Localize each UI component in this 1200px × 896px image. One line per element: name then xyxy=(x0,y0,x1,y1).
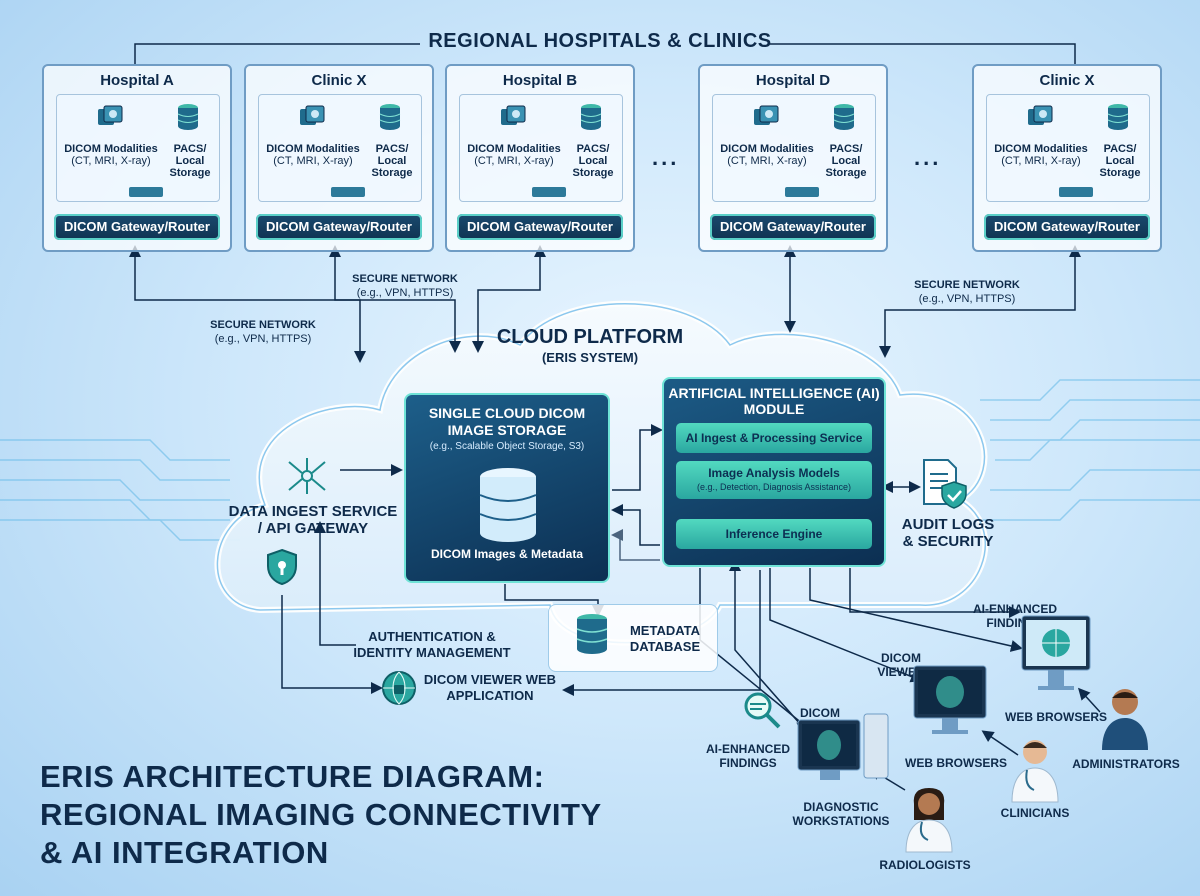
cloud-title: CLOUD PLATFORM xyxy=(496,326,684,348)
inference-engine[interactable]: Inference Engine xyxy=(676,519,872,549)
web-browsers-label: WEB BROWSERS xyxy=(905,756,1007,770)
modality-icon xyxy=(1028,105,1053,125)
web-browsers-label: WEB BROWSERS xyxy=(1005,710,1107,724)
pacs-label: PACS/ Local Storage xyxy=(572,143,614,179)
site-name: Clinic X xyxy=(1039,72,1095,89)
browser-monitor-icon xyxy=(913,665,987,734)
ai-ingest-service[interactable]: AI Ingest & Processing Service xyxy=(676,423,872,453)
modality-icon xyxy=(300,105,325,125)
metadata-db-label: METADATA DATABASE xyxy=(629,623,701,654)
api-gateway-icon xyxy=(288,458,326,494)
database-icon xyxy=(833,104,855,130)
gateway-button[interactable]: DICOM Gateway/Router xyxy=(256,214,422,240)
site-card[interactable]: Hospital B DICOM Modalities(CT, MRI, X-r… xyxy=(445,64,635,252)
radiologists-label: RADIOLOGISTS xyxy=(879,858,971,872)
viewer-app-label[interactable]: DICOM VIEWER WEB APPLICATION xyxy=(423,672,557,703)
ellipsis: ... xyxy=(914,145,942,170)
pacs-label: PACS/ Local Storage xyxy=(825,143,867,179)
site-name: Clinic X xyxy=(311,72,367,89)
site-equipment: DICOM Modalities(CT, MRI, X-ray) PACS/ L… xyxy=(56,94,220,202)
site-card[interactable]: Clinic X DICOM Modalities(CT, MRI, X-ray… xyxy=(244,64,434,252)
storage-title: SINGLE CLOUD DICOM IMAGE STORAGE xyxy=(428,405,586,438)
modalities-label: DICOM Modalities xyxy=(266,143,360,155)
image-analysis-models[interactable]: Image Analysis Models(e.g., Detection, D… xyxy=(676,461,872,499)
auth-label[interactable]: AUTHENTICATION & IDENTITY MANAGEMENT xyxy=(353,629,511,660)
workstations-label: DIAGNOSTIC WORKSTATIONS xyxy=(792,800,890,828)
gateway-button[interactable]: DICOM Gateway/Router xyxy=(984,214,1150,240)
site-card[interactable]: Hospital D DICOM Modalities(CT, MRI, X-r… xyxy=(698,64,888,252)
magnifier-icon xyxy=(744,692,781,729)
audit-label[interactable]: AUDIT LOGS & SECURITY xyxy=(901,516,995,550)
router-icon xyxy=(129,187,163,197)
regional-title: REGIONAL HOSPITALS & CLINICS xyxy=(428,30,772,52)
pacs-label: PACS/ Local Storage xyxy=(169,143,211,179)
clinicians-label: CLINICIANS xyxy=(1000,806,1070,820)
secure-network-label: SECURE NETWORK(e.g., VPN, HTTPS) xyxy=(352,273,458,299)
router-icon xyxy=(532,187,566,197)
modalities-label: DICOM Modalities xyxy=(994,143,1088,155)
site-name: Hospital A xyxy=(100,72,174,89)
cloud-storage-panel[interactable]: SINGLE CLOUD DICOM IMAGE STORAGE (e.g., … xyxy=(404,393,610,583)
modalities-detail: (CT, MRI, X-ray) xyxy=(273,155,353,167)
modalities-label: DICOM Modalities xyxy=(64,143,158,155)
browser-monitor-icon xyxy=(1021,615,1091,690)
modality-icon xyxy=(98,105,123,125)
circuit-traces xyxy=(0,379,1200,541)
router-icon xyxy=(331,187,365,197)
modalities-label: DICOM Modalities xyxy=(467,143,561,155)
ellipsis: ... xyxy=(652,145,680,170)
audit-document-icon xyxy=(923,459,967,509)
site-name: Hospital D xyxy=(755,72,831,89)
modality-icon xyxy=(754,105,779,125)
storage-detail: (e.g., Scalable Object Storage, S3) xyxy=(429,441,585,452)
diagram-title: ERIS ARCHITECTURE DIAGRAM: REGIONAL IMAG… xyxy=(40,759,602,870)
globe-lock-icon xyxy=(382,671,416,705)
cloud-subtitle: (ERIS SYSTEM) xyxy=(541,350,639,365)
clinician-avatar xyxy=(1011,740,1059,803)
router-icon xyxy=(785,187,819,197)
ai-module-title: ARTIFICIAL INTELLIGENCE (AI) MODULE xyxy=(668,385,880,417)
site-equipment: DICOM Modalities(CT, MRI, X-ray) PACS/ L… xyxy=(459,94,623,202)
administrator-avatar xyxy=(1102,689,1148,750)
database-icon xyxy=(580,104,602,130)
modalities-label: DICOM Modalities xyxy=(720,143,814,155)
secure-network-label: SECURE NETWORK(e.g., VPN, HTTPS) xyxy=(914,279,1020,305)
radiologist-avatar xyxy=(905,788,953,853)
database-icon xyxy=(1107,104,1129,130)
ai-module-panel[interactable]: ARTIFICIAL INTELLIGENCE (AI) MODULE AI I… xyxy=(662,377,886,567)
site-card[interactable]: Hospital A DICOM Modalities(CT, MRI, X-r… xyxy=(42,64,232,252)
ingest-label[interactable]: DATA INGEST SERVICE / API GATEWAY xyxy=(228,503,398,537)
site-equipment: DICOM Modalities(CT, MRI, X-ray) PACS/ L… xyxy=(258,94,422,202)
ai-findings-label: AI-ENHANCED FINDINGS xyxy=(706,742,790,770)
database-icon xyxy=(177,104,199,130)
administrators-label: ADMINISTRATORS xyxy=(1072,757,1180,771)
modality-icon xyxy=(501,105,526,125)
site-equipment: DICOM Modalities(CT, MRI, X-ray) PACS/ L… xyxy=(712,94,876,202)
database-icon xyxy=(479,468,537,542)
site-name: Hospital B xyxy=(502,72,578,89)
secure-network-label: SECURE NETWORK(e.g., VPN, HTTPS) xyxy=(210,319,316,345)
database-icon xyxy=(576,614,608,654)
modalities-detail: (CT, MRI, X-ray) xyxy=(1001,155,1081,167)
dicom-viewer-label: DICOM VIEWER xyxy=(877,651,925,679)
router-icon xyxy=(1059,187,1093,197)
modalities-detail: (CT, MRI, X-ray) xyxy=(71,155,151,167)
metadata-db-panel[interactable]: METADATA DATABASE xyxy=(548,604,718,672)
modalities-detail: (CT, MRI, X-ray) xyxy=(727,155,807,167)
storage-caption: DICOM Images & Metadata xyxy=(430,547,584,561)
pacs-label: PACS/ Local Storage xyxy=(371,143,413,179)
pacs-label: PACS/ Local Storage xyxy=(1099,143,1141,179)
gateway-button[interactable]: DICOM Gateway/Router xyxy=(457,214,623,240)
shield-lock-icon xyxy=(267,548,297,586)
site-equipment: DICOM Modalities(CT, MRI, X-ray) PACS/ L… xyxy=(986,94,1150,202)
site-card[interactable]: Clinic X DICOM Modalities(CT, MRI, X-ray… xyxy=(972,64,1162,252)
gateway-button[interactable]: DICOM Gateway/Router xyxy=(54,214,220,240)
gateway-button[interactable]: DICOM Gateway/Router xyxy=(710,214,876,240)
database-icon xyxy=(379,104,401,130)
workstation-icon xyxy=(797,713,889,780)
modalities-detail: (CT, MRI, X-ray) xyxy=(474,155,554,167)
